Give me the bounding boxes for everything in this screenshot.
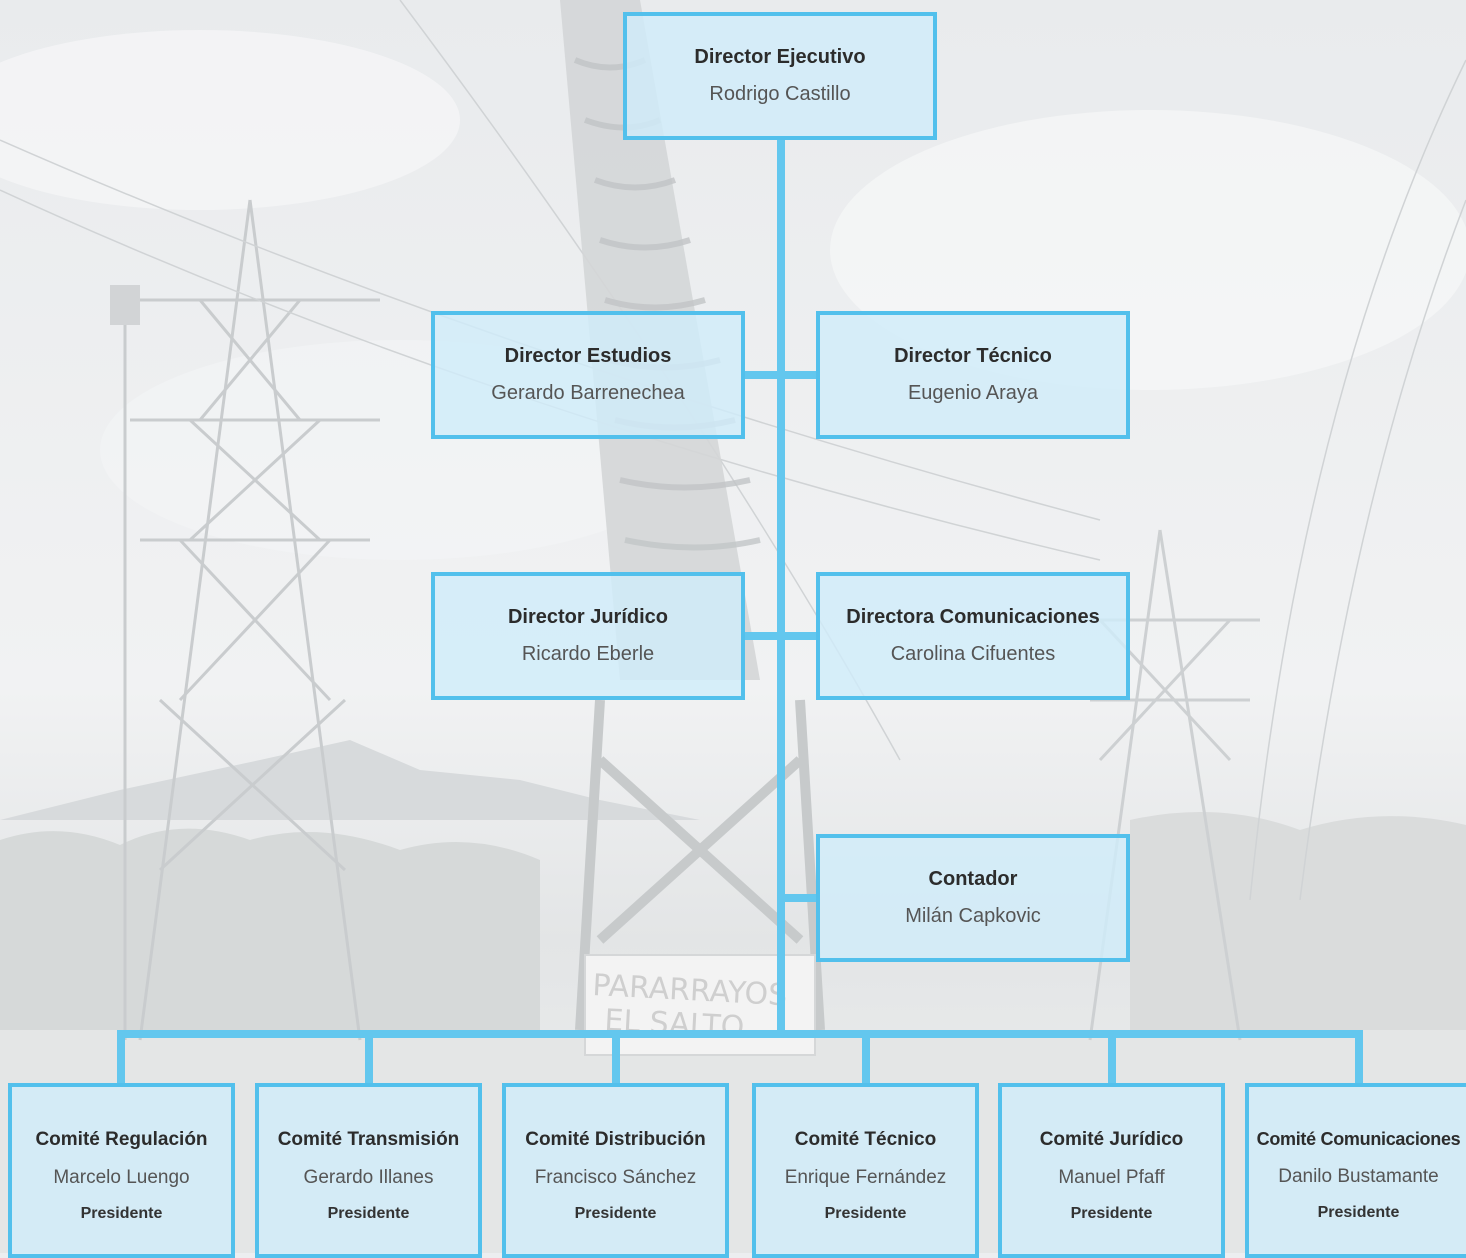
communications-name: Carolina Cifuentes [890,643,1056,665]
committee-president-title: Presidente [824,1205,907,1222]
committee-box: Comité Comunicaciones Danilo Bustamante … [1245,1083,1466,1258]
connector-contador [783,894,819,902]
committee-role: Comité Regulación [35,1129,208,1150]
sign-line-2: EL SALTO [604,1003,745,1045]
executive-name: Rodrigo Castillo [709,83,851,105]
committee-role: Comité Distribución [525,1129,706,1150]
executive-director-box: Director Ejecutivo Rodrigo Castillo [623,12,937,140]
studies-name: Gerardo Barrenechea [491,382,685,404]
committee-president-title: Presidente [80,1205,163,1222]
committee-president-title: Presidente [574,1205,657,1222]
connector-estudios [743,371,779,379]
communications-director-box: Directora Comunicaciones Carolina Cifuen… [816,572,1130,700]
committee-president-title: Presidente [1317,1204,1400,1221]
committee-president-name: Marcelo Luengo [53,1167,190,1188]
technical-role: Director Técnico [894,345,1052,367]
connector-comunicaciones [783,632,819,640]
committee-drop-5 [1108,1034,1116,1086]
committee-role: Comité Comunicaciones [1256,1129,1461,1149]
accountant-role: Contador [928,868,1018,890]
main-vertical-connector [777,138,785,1034]
studies-director-box: Director Estudios Gerardo Barrenechea [431,311,745,439]
executive-role: Director Ejecutivo [694,46,866,68]
studies-role: Director Estudios [504,345,672,367]
committee-box: Comité Regulación Marcelo Luengo Preside… [8,1083,235,1258]
accountant-box: Contador Milán Capkovic [816,834,1130,962]
committee-president-name: Manuel Pfaff [1058,1167,1165,1188]
committee-role: Comité Jurídico [1039,1129,1184,1150]
technical-director-box: Director Técnico Eugenio Araya [816,311,1130,439]
legal-name: Ricardo Eberle [521,643,655,665]
committee-president-title: Presidente [327,1205,410,1222]
connector-tecnico [783,371,819,379]
communications-role: Directora Comunicaciones [846,606,1100,628]
committee-drop-4 [862,1034,870,1086]
committee-president-name: Enrique Fernández [784,1167,947,1188]
legal-role: Director Jurídico [507,606,669,628]
committee-role: Comité Transmisión [277,1129,460,1150]
accountant-name: Milán Capkovic [905,905,1041,927]
committee-drop-1 [117,1034,125,1086]
committee-horizontal-bus [117,1030,1363,1038]
committee-president-name: Gerardo Illanes [303,1167,434,1188]
committee-box: Comité Técnico Enrique Fernández Preside… [752,1083,979,1258]
committee-box: Comité Distribución Francisco Sánchez Pr… [502,1083,729,1258]
committee-box: Comité Transmisión Gerardo Illanes Presi… [255,1083,482,1258]
committee-drop-3 [612,1034,620,1086]
committee-role: Comité Técnico [794,1129,937,1150]
committee-president-name: Danilo Bustamante [1278,1166,1439,1187]
legal-director-box: Director Jurídico Ricardo Eberle [431,572,745,700]
technical-name: Eugenio Araya [907,382,1039,404]
committee-drop-6 [1355,1034,1363,1086]
committee-box: Comité Jurídico Manuel Pfaff Presidente [998,1083,1225,1258]
connector-juridico [743,632,779,640]
committee-drop-2 [365,1034,373,1086]
committee-president-name: Francisco Sánchez [534,1167,697,1188]
committee-president-title: Presidente [1070,1205,1153,1222]
